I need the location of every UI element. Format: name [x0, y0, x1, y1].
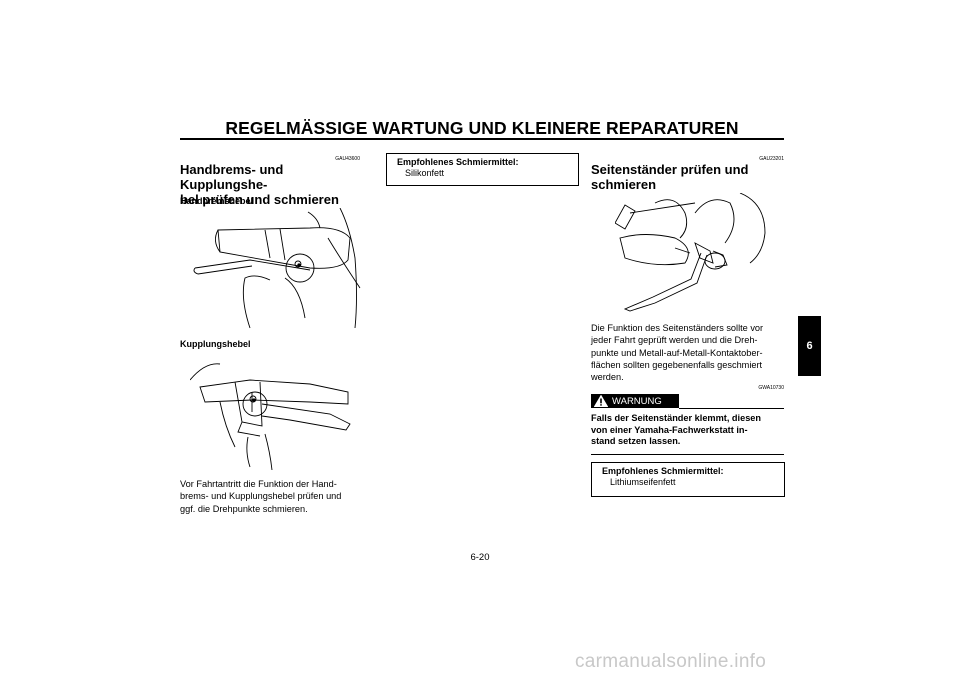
text-line: Vor Fahrtantritt die Funktion der Hand-	[180, 479, 337, 489]
text-line: brems- und Kupplungshebel prüfen und	[180, 491, 342, 502]
section-heading-line: Handbrems- und Kupplungshe-	[180, 162, 284, 192]
text-line: werden.	[591, 372, 624, 383]
lubricant-box-lithium: Empfohlenes Schmiermittel: Lithiumseifen…	[591, 462, 785, 497]
warning-banner: WARNUNG	[591, 394, 679, 408]
clutch-lever-illustration	[190, 363, 351, 470]
section-heading: Seitenständer prüfen und schmieren	[591, 162, 781, 192]
text-line: Falls der Seitenständer klemmt, diesen	[591, 413, 762, 423]
sidestand-illustration	[615, 193, 766, 312]
title-rule	[180, 138, 784, 140]
lubricant-label: Empfohlenes Schmiermittel:	[602, 466, 724, 476]
text-line: stand setzen lassen.	[591, 436, 681, 446]
chapter-tab: 6	[798, 316, 821, 376]
text-line: Die Funktion des Seitenständers sollte v…	[591, 323, 764, 333]
warning-rule	[679, 408, 784, 409]
text-line: flächen sollten gegebenenfalls geschmier…	[591, 359, 763, 370]
section-heading-line: Seitenständer prüfen und	[591, 162, 749, 177]
lubricant-value: Silikonfett	[405, 168, 445, 178]
lubricant-value: Lithiumseifenfett	[610, 477, 676, 487]
page-number: 6-20	[470, 552, 490, 563]
brake-lever-illustration	[193, 208, 361, 329]
text-line: von einer Yamaha-Fachwerkstatt in-	[591, 424, 748, 435]
section-code: GAU43600	[335, 156, 360, 162]
left-body-text: Vor Fahrtantritt die Funktion der Hand- …	[180, 478, 370, 515]
text-line: ggf. die Drehpunkte schmieren.	[180, 503, 308, 514]
text-line: punkte und Metall-auf-Metall-Kontaktober…	[591, 347, 763, 358]
lubricant-label: Empfohlenes Schmiermittel:	[397, 157, 519, 167]
section-code: GAU23201	[759, 156, 784, 162]
watermark: carmanualsonline.info	[575, 651, 767, 672]
lubricant-box-silicone: Empfohlenes Schmiermittel: Silikonfett	[386, 153, 579, 186]
section-heading-line: schmieren	[591, 177, 657, 192]
warning-label: WARNUNG	[612, 395, 662, 407]
page-title: REGELMÄSSIGE WARTUNG UND KLEINERE REPARA…	[225, 118, 739, 138]
subheading-brake-lever: Handbremshebel	[180, 196, 254, 206]
warning-triangle-icon	[594, 395, 608, 407]
text-line: jeder Fahrt geprüft werden und die Dreh-	[591, 335, 758, 346]
section-heading: Handbrems- und Kupplungshe- bel prüfen u…	[180, 162, 370, 207]
subheading-clutch-lever: Kupplungshebel	[180, 339, 251, 349]
warning-text: Falls der Seitenständer klemmt, diesen v…	[591, 413, 786, 448]
warning-end-rule	[591, 454, 784, 455]
right-body-text: Die Funktion des Seitenständers sollte v…	[591, 322, 786, 383]
section-heading-line: bel prüfen und schmieren	[180, 192, 339, 207]
warning-code: GWA10730	[758, 385, 784, 391]
